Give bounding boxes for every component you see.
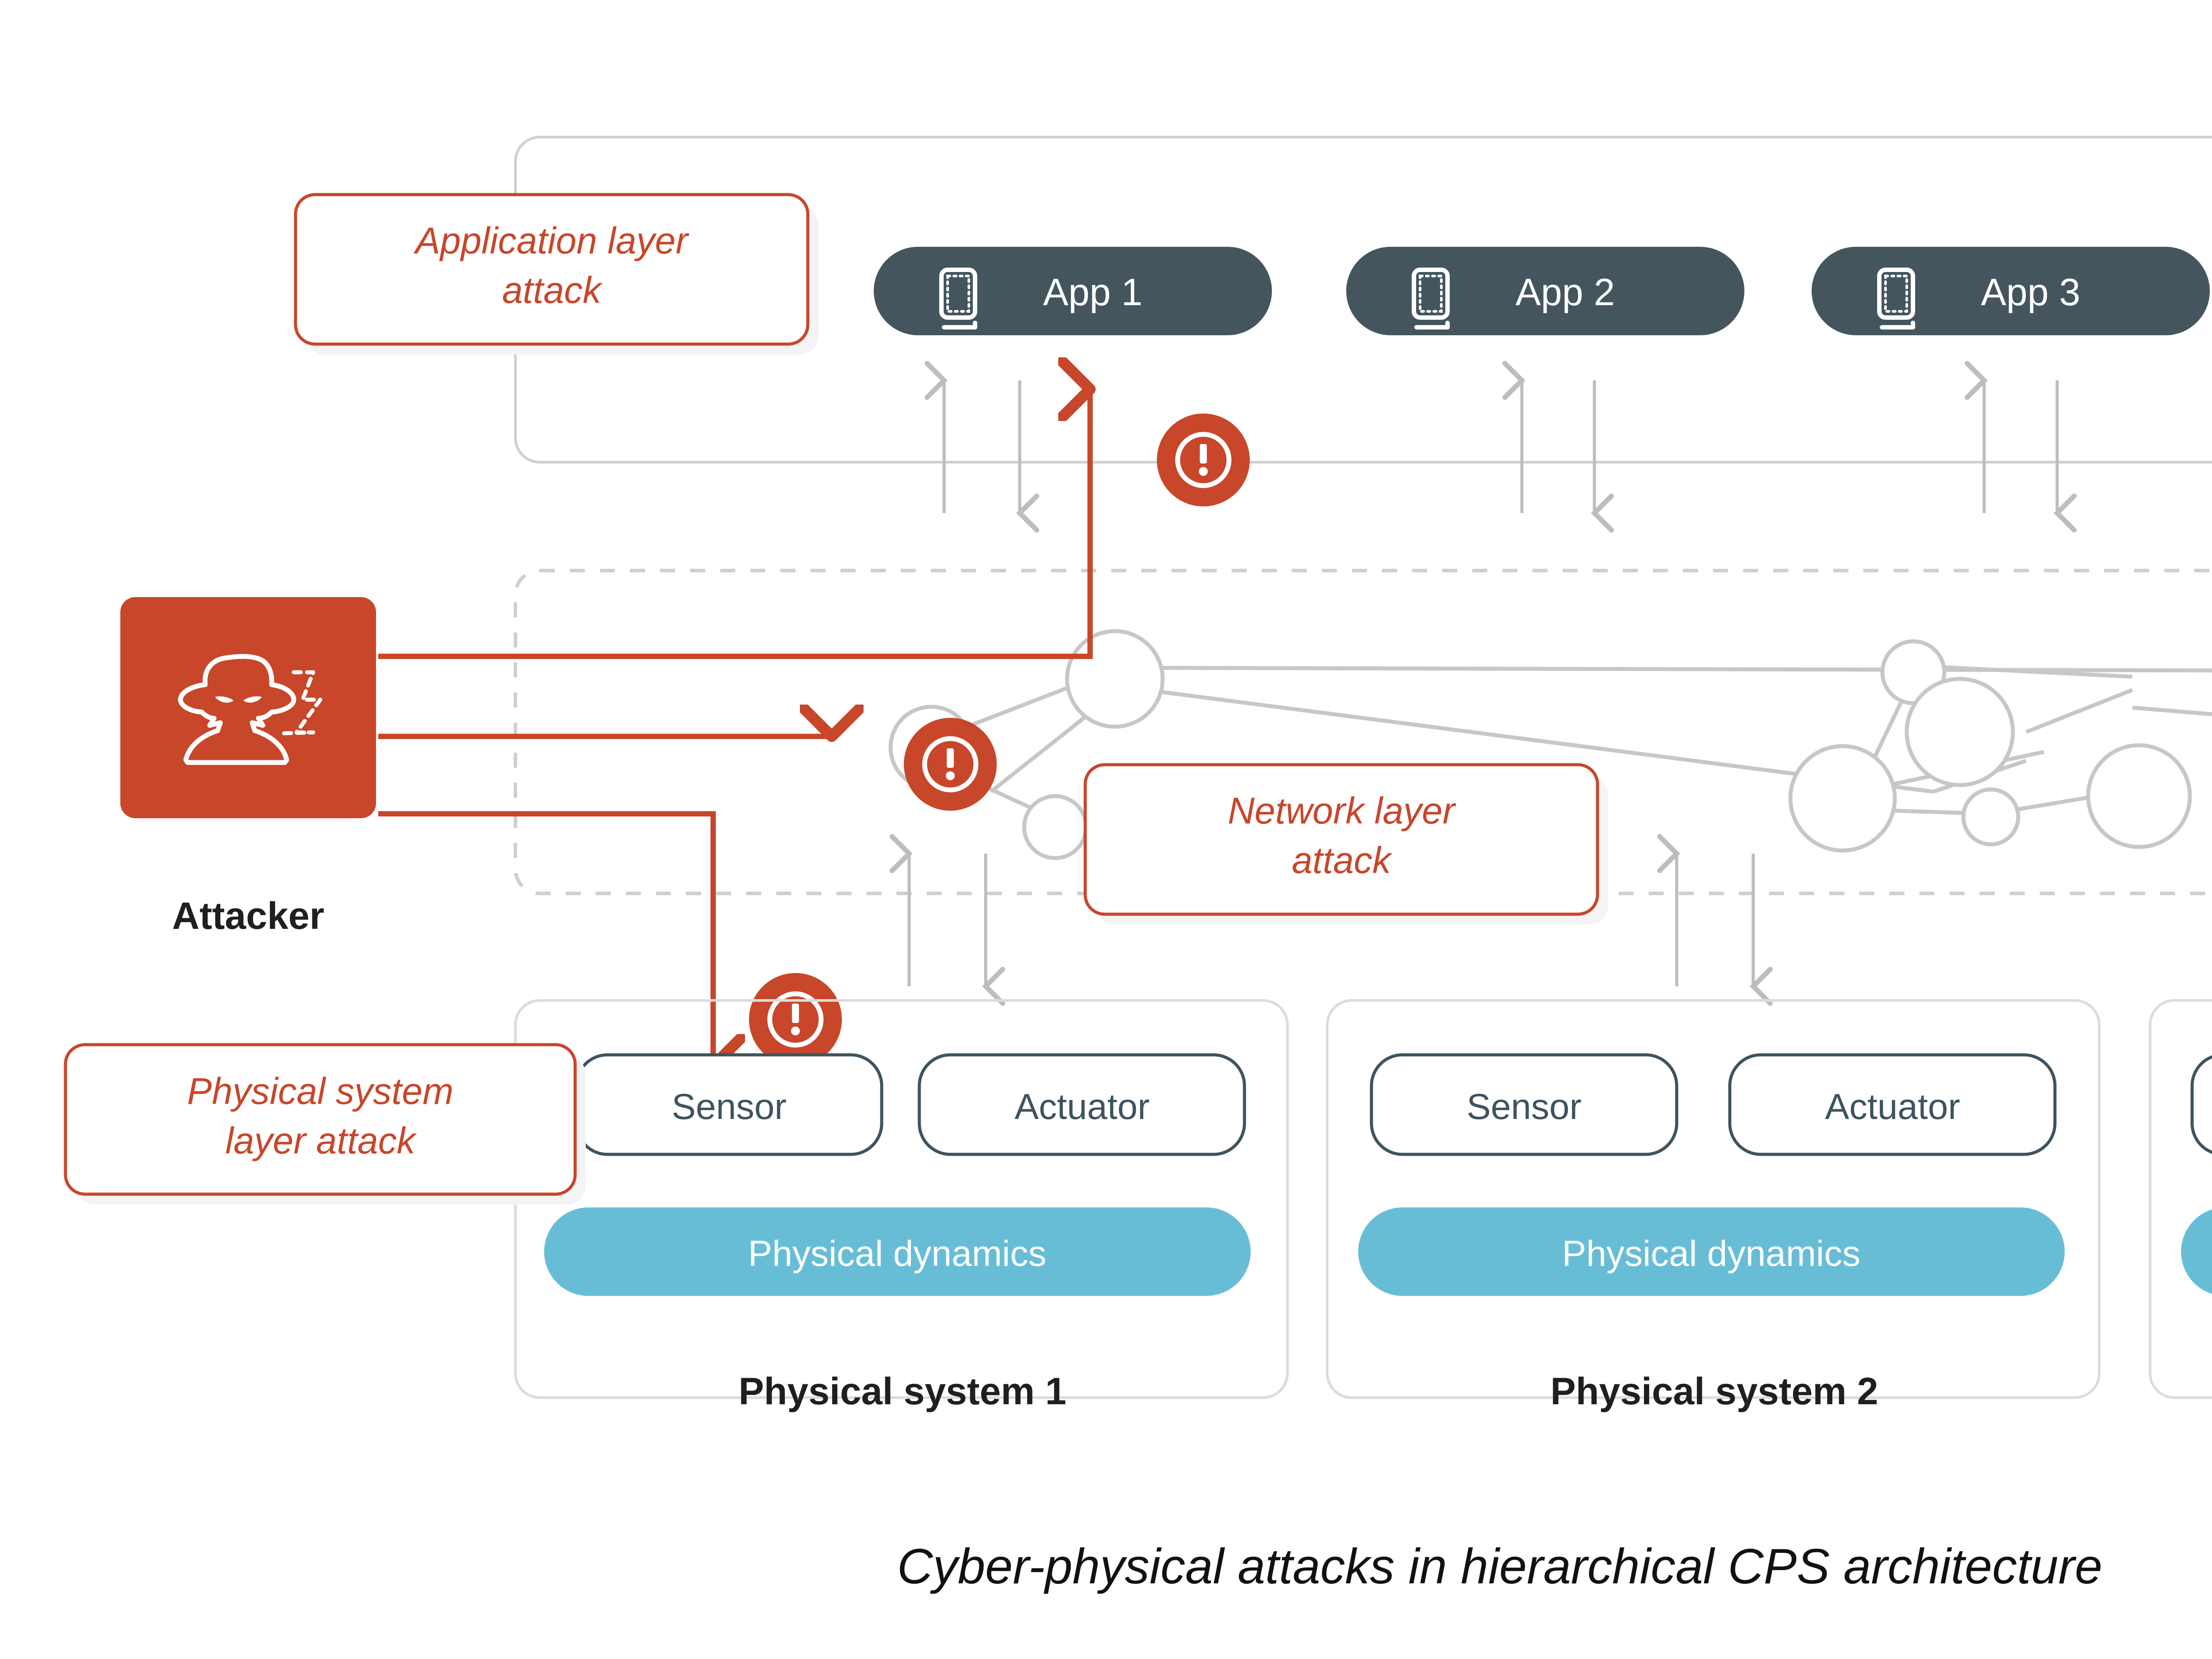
sensor-node-1[interactable]: Sensor bbox=[575, 1053, 883, 1156]
callout-physical-line1: Physical system bbox=[187, 1070, 453, 1112]
callout-network-line1: Network layer bbox=[1228, 790, 1456, 831]
actuator-node-2[interactable]: Actuator bbox=[1728, 1053, 2057, 1156]
app-button-1-label: App 1 bbox=[1043, 271, 1143, 314]
callout-application-layer-attack: Application layer attack bbox=[294, 193, 818, 355]
app-window-icon bbox=[939, 268, 977, 330]
physical-dynamics-1-label: Physical dynamics bbox=[748, 1234, 1046, 1274]
callout-application-line1: Application layer bbox=[413, 220, 689, 261]
warning-badge-application bbox=[1157, 414, 1250, 506]
actuator-node-1-label: Actuator bbox=[1014, 1087, 1149, 1127]
diagram-caption: Cyber-physical attacks in hierarchical C… bbox=[897, 1539, 2102, 1594]
callout-application-line2: attack bbox=[502, 269, 603, 311]
app-window-icon bbox=[1877, 268, 1915, 330]
app-button-2[interactable]: App 2 bbox=[1346, 247, 1744, 335]
physical-system-2-label: Physical system 2 bbox=[1550, 1370, 1878, 1413]
sensor-node-1-label: Sensor bbox=[672, 1087, 787, 1127]
attacker-block[interactable] bbox=[120, 597, 376, 818]
sensor-node-2-label: Sensor bbox=[1467, 1087, 1582, 1127]
physical-dynamics-bar-3[interactable]: Physical dynamics bbox=[2181, 1207, 2212, 1296]
sensor-node-2[interactable]: Sensor bbox=[1370, 1053, 1678, 1156]
attacker-label: Attacker bbox=[172, 895, 324, 937]
network-topology bbox=[888, 629, 2212, 860]
physical-system-1-label: Physical system 1 bbox=[738, 1370, 1066, 1413]
app-window-icon bbox=[1412, 268, 1450, 330]
callout-network-line2: attack bbox=[1292, 839, 1393, 881]
app-button-3[interactable]: App 3 bbox=[1812, 247, 2210, 335]
computing-system-container bbox=[514, 136, 2212, 464]
actuator-node-1[interactable]: Actuator bbox=[918, 1053, 1246, 1156]
network-physical-arrows bbox=[889, 834, 1773, 1006]
physical-system-container-1 bbox=[514, 999, 1289, 1399]
actuator-node-2-label: Actuator bbox=[1825, 1087, 1960, 1127]
physical-dynamics-bar-1[interactable]: Physical dynamics bbox=[544, 1207, 1251, 1296]
app-button-2-label: App 2 bbox=[1516, 271, 1615, 314]
callout-network-layer-attack: Network layer attack bbox=[1083, 763, 1608, 925]
physical-system-container-2 bbox=[1326, 999, 2101, 1399]
physical-dynamics-2-label: Physical dynamics bbox=[1562, 1234, 1860, 1274]
callout-physical-line2: layer attack bbox=[225, 1120, 417, 1161]
physical-system-container-3 bbox=[2149, 999, 2212, 1399]
app-network-arrows bbox=[924, 360, 2077, 533]
network-container bbox=[514, 569, 2212, 895]
hacker-spy-icon bbox=[178, 654, 323, 765]
sensor-node-3[interactable]: Sensor bbox=[2190, 1055, 2212, 1154]
attack-paths bbox=[378, 389, 1090, 1066]
warning-badge-network bbox=[904, 718, 997, 811]
app-button-3-label: App 3 bbox=[1981, 271, 2081, 314]
app-button-1[interactable]: App 1 bbox=[874, 247, 1272, 335]
physical-dynamics-bar-2[interactable]: Physical dynamics bbox=[1358, 1207, 2065, 1296]
warning-badge-physical bbox=[749, 973, 842, 1066]
callout-physical-system-layer-attack: Physical system layer attack bbox=[64, 1043, 586, 1205]
